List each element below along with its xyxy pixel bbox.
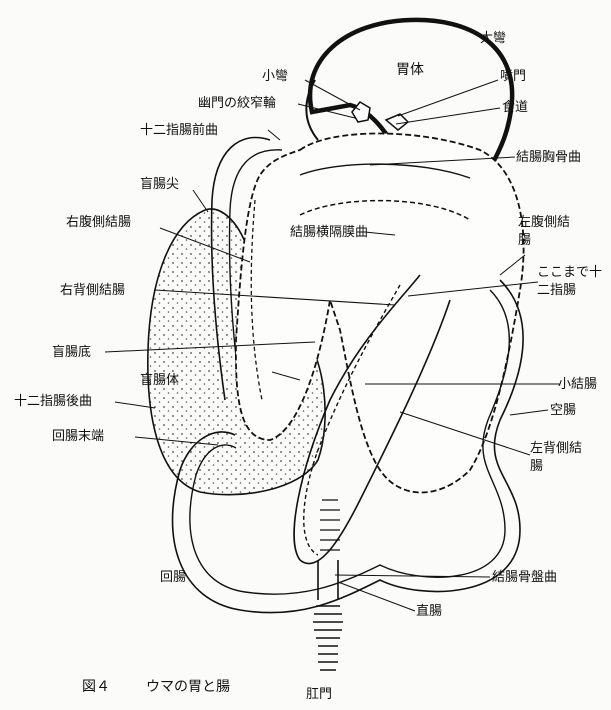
- label-anus: 肛門: [306, 688, 332, 701]
- label-cecum-body: 盲腸体: [140, 374, 179, 387]
- label-stomach-body: 胃体: [396, 63, 424, 77]
- anus-rings: [313, 606, 343, 670]
- label-pelvic-flexure: 結腸骨盤曲: [492, 571, 557, 584]
- label-duodenum-cranial-flexure: 十二指腸前曲: [140, 124, 218, 137]
- label-rectum: 直腸: [416, 605, 442, 618]
- label-diaphragmatic-flexure: 結腸横隔膜曲: [290, 226, 368, 239]
- rectum: [318, 560, 338, 600]
- figure-title: ウマの胃と腸: [146, 676, 230, 696]
- label-lesser-curvature: 小彎: [262, 70, 288, 83]
- label-duodenum-end: ここまで十二指腸: [537, 264, 609, 300]
- label-left-dorsal-colon: 左背側結腸: [530, 440, 582, 476]
- label-esophagus: 食道: [502, 101, 528, 114]
- label-greater-curvature: 大彎: [480, 32, 506, 45]
- label-pyloric-constriction: 幽門の絞窄輪: [198, 97, 276, 110]
- label-ileum-terminal: 回腸末端: [52, 430, 104, 443]
- label-cecum-apex: 盲腸尖: [140, 178, 179, 191]
- label-cardia: 噴門: [500, 70, 526, 83]
- figure-number: 図４: [82, 676, 110, 696]
- label-jejunum: 空腸: [550, 404, 576, 417]
- label-ileum: 回腸: [160, 571, 186, 584]
- label-sternal-flexure: 結腸胸骨曲: [516, 151, 581, 164]
- label-right-dorsal-colon: 右背側結腸: [60, 284, 125, 297]
- label-left-ventral-colon: 左腹側結腸: [518, 214, 570, 250]
- esophagus-stub: [386, 114, 408, 130]
- label-right-ventral-colon: 右腹側結腸: [66, 216, 131, 229]
- label-duodenum-caudal-flexure: 十二指腸後曲: [14, 395, 92, 408]
- rectum-rings: [320, 500, 340, 550]
- label-cecum-base: 盲腸底: [52, 346, 91, 359]
- label-small-colon: 小結腸: [558, 378, 597, 391]
